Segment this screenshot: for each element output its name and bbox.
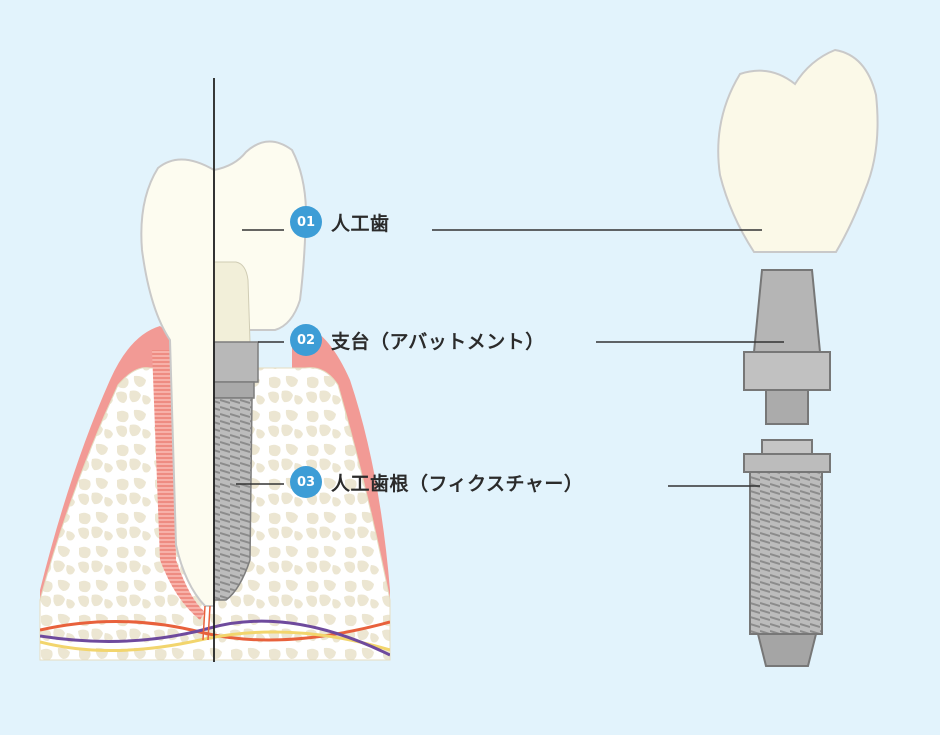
nerves-blood-vessels <box>40 605 390 657</box>
label-fixture: 03 人工歯根（フィクスチャー） <box>290 465 583 499</box>
badge-01: 01 <box>290 206 322 238</box>
abutment-part <box>743 269 831 425</box>
label-artificial-tooth: 01 人工歯 <box>290 205 390 239</box>
artificial-crown <box>717 48 879 253</box>
label-text-artificial-tooth: 人工歯 <box>331 212 390 235</box>
label-text-abutment: 支台（アバットメント） <box>331 330 545 353</box>
fixture-part <box>743 439 831 667</box>
badge-02: 02 <box>290 324 322 356</box>
badge-03: 03 <box>290 466 322 498</box>
fixture-section <box>213 397 253 601</box>
label-text-fixture: 人工歯根（フィクスチャー） <box>331 472 584 495</box>
abutment-section <box>213 341 259 399</box>
label-abutment: 02 支台（アバットメント） <box>290 323 545 357</box>
periodontal-ligament <box>152 350 205 620</box>
crown-section <box>213 261 251 343</box>
